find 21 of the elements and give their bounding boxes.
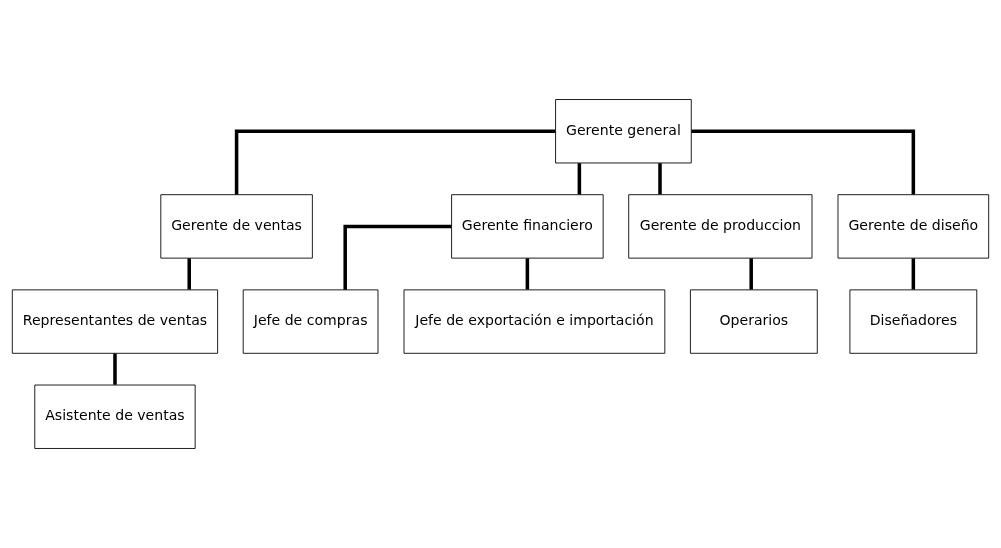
connector (691, 129, 916, 195)
node-box: Gerente de produccion (628, 194, 813, 259)
node-box: Diseñadores (849, 289, 978, 354)
node-box: Asistente de ventas (34, 384, 196, 449)
connector (911, 258, 916, 290)
node-box: Operarios (689, 289, 818, 354)
node-box: Representantes de ventas (11, 289, 219, 354)
node-box: Gerente general (555, 99, 692, 164)
connector (749, 258, 753, 290)
connector (525, 258, 530, 290)
node-box: Jefe de exportación e importación (403, 289, 666, 354)
connector (343, 224, 452, 290)
node-box: Gerente de diseño (837, 194, 990, 259)
connector (187, 258, 191, 290)
connector (113, 353, 117, 385)
connector (234, 129, 556, 195)
node-box: Gerente de ventas (160, 194, 313, 259)
node-box: Jefe de compras (242, 289, 379, 354)
connector (577, 163, 582, 195)
node-box: Gerente financiero (451, 194, 604, 259)
connector (658, 163, 662, 195)
